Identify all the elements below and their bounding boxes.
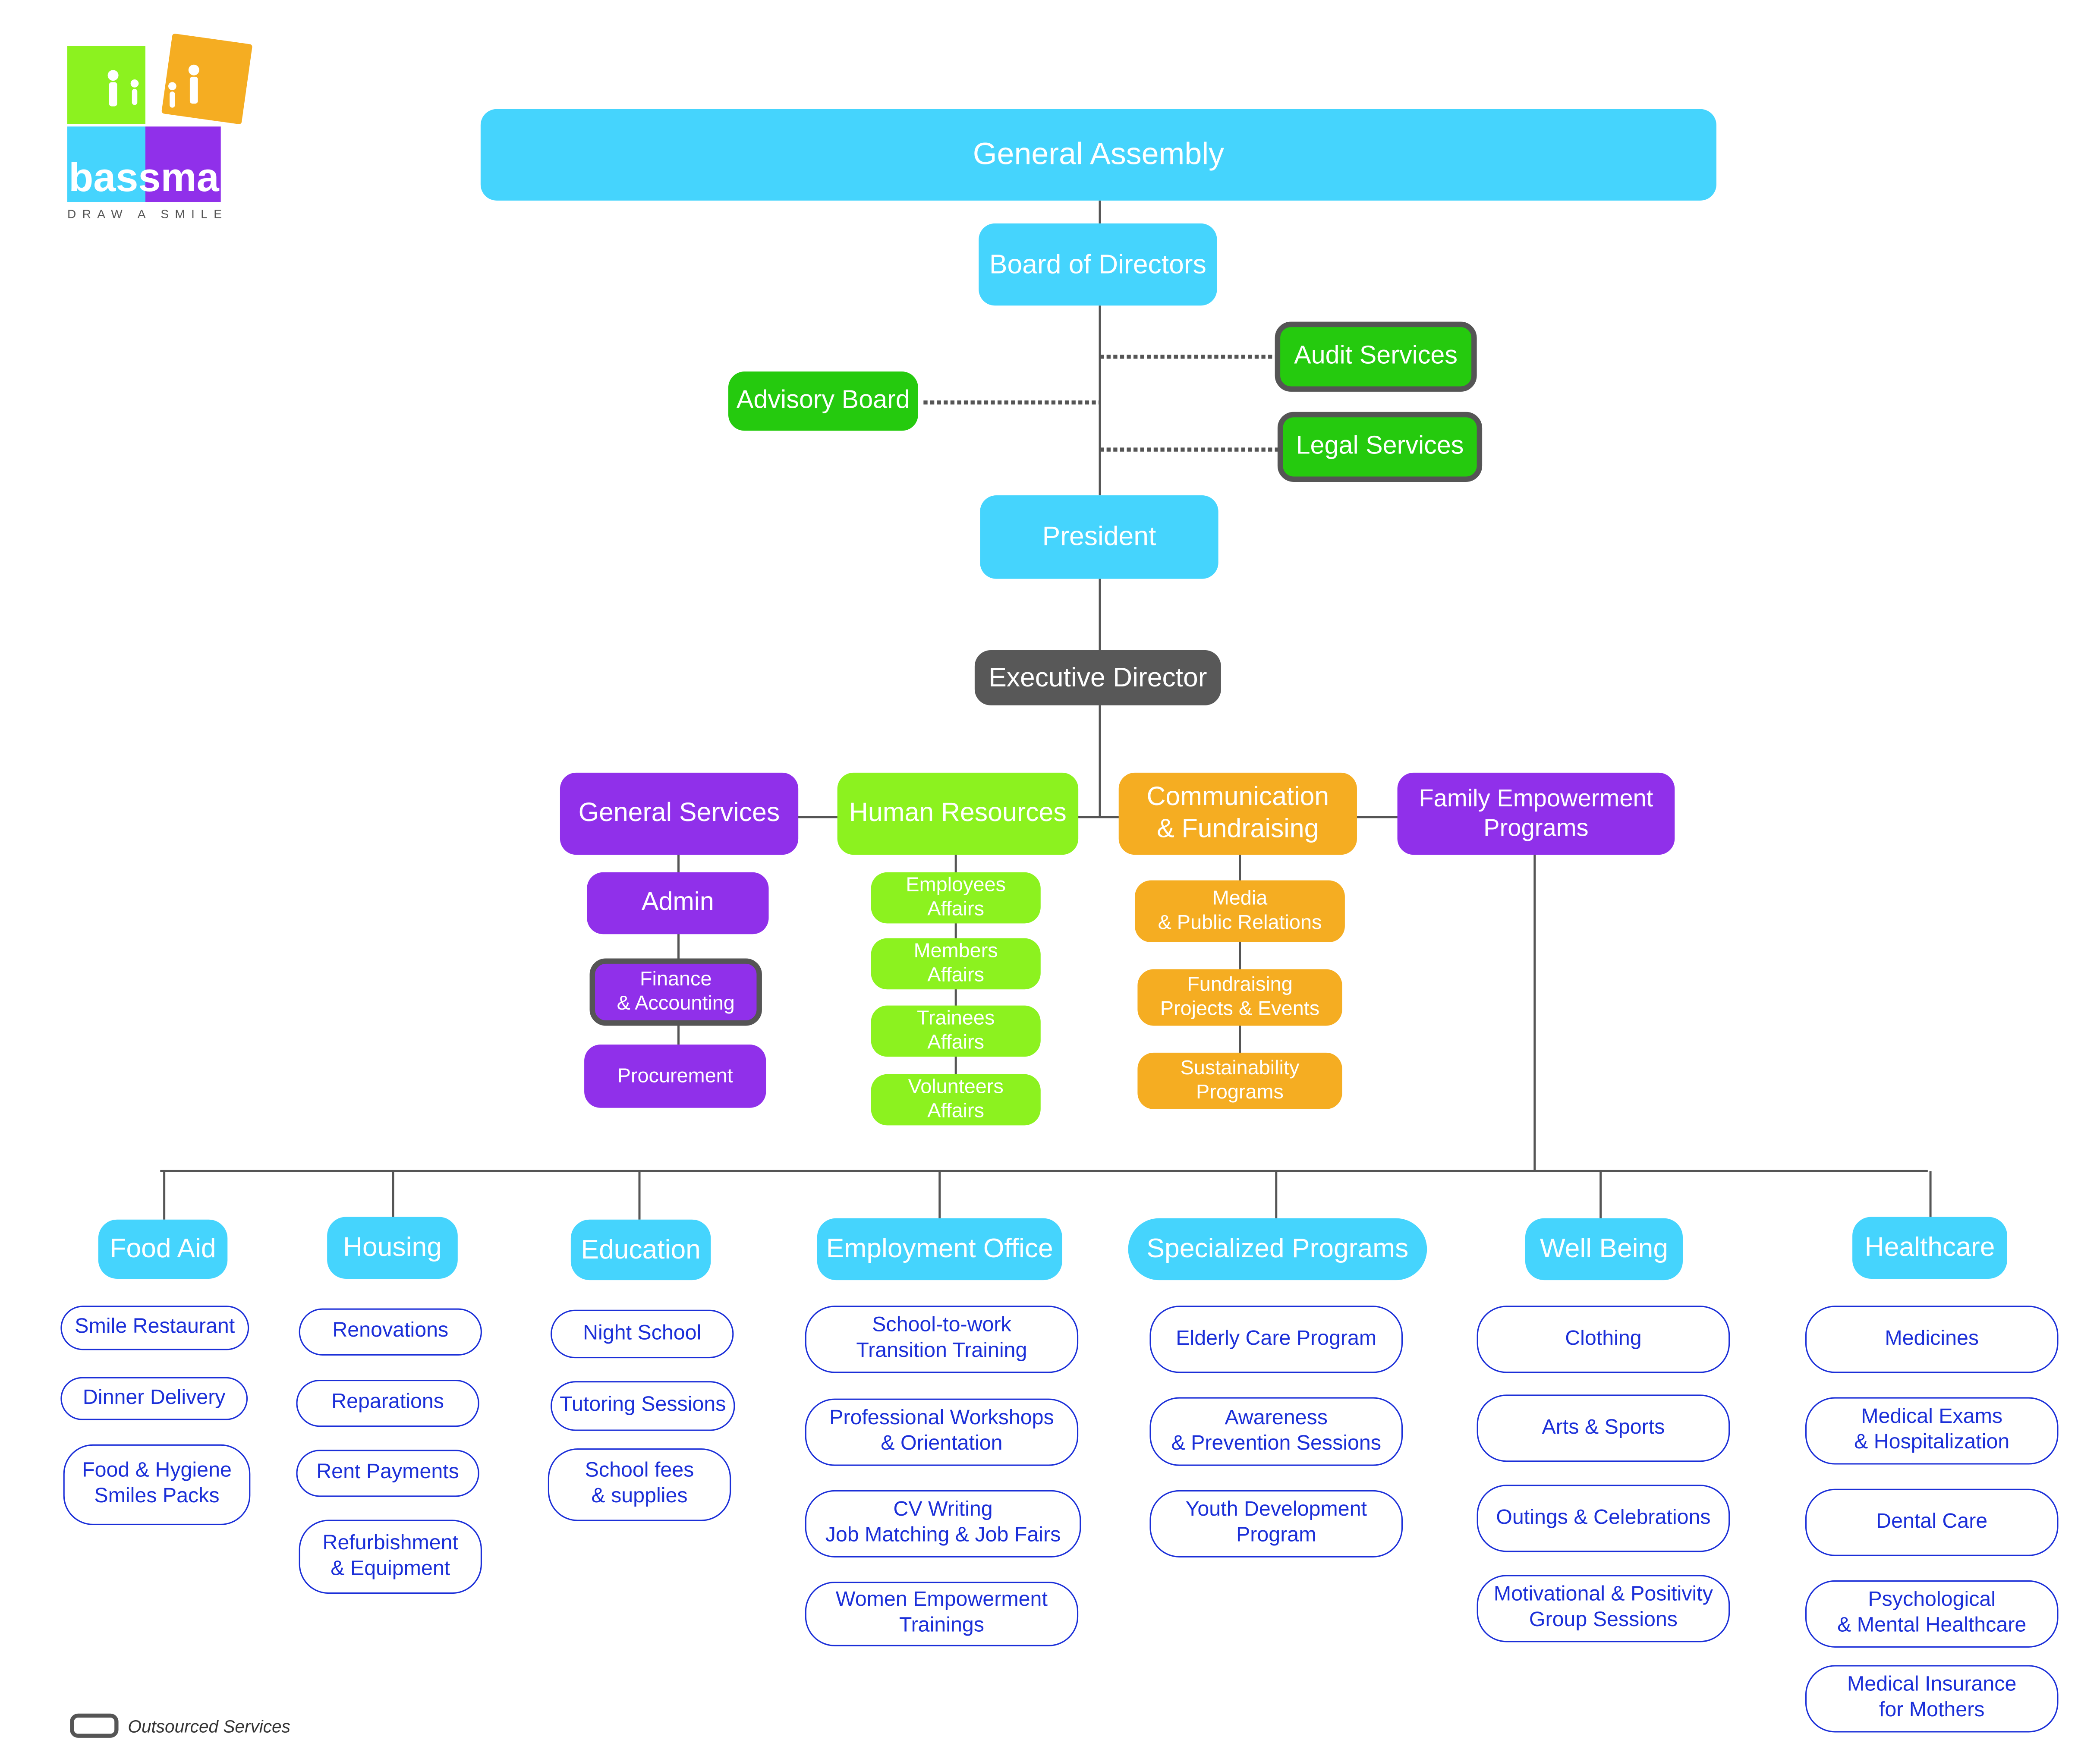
finance-accounting-box: Finance & Accounting (589, 958, 762, 1026)
program-item: Psychological & Mental Healthcare (1805, 1580, 2059, 1648)
president-box: President (980, 495, 1218, 579)
program-item: Awareness & Prevention Sessions (1149, 1397, 1403, 1466)
trainees-affairs-box: Trainees Affairs (871, 1005, 1041, 1057)
general-assembly-box: General Assembly (480, 109, 1716, 201)
program-item: Women Empowerment Trainings (805, 1581, 1079, 1646)
program-item: Medicines (1805, 1306, 2059, 1373)
program-item: Reparations (296, 1380, 479, 1427)
audit-services-box: Audit Services (1275, 321, 1477, 392)
program-item: Outings & Celebrations (1477, 1485, 1730, 1552)
program-item: Renovations (299, 1308, 482, 1356)
human-resources-box: Human Resources (837, 772, 1079, 855)
program-item: Smile Restaurant (60, 1306, 249, 1350)
family-empowerment-box: Family Empowerment Programs (1397, 772, 1675, 855)
admin-box: Admin (587, 872, 769, 934)
program-item: Dinner Delivery (60, 1377, 248, 1420)
program-item: Tutoring Sessions (551, 1381, 735, 1431)
outsourced-legend-swatch (70, 1713, 119, 1738)
logo-name: bassma (69, 154, 220, 200)
program-item: Clothing (1477, 1306, 1730, 1373)
fundraising-projects-box: Fundraising Projects & Events (1137, 969, 1342, 1026)
program-item: Youth Development Program (1149, 1490, 1403, 1557)
media-public-relations-box: Media & Public Relations (1135, 880, 1345, 942)
bassma-logo: bassma DRAW A SMILE (67, 31, 255, 220)
program-item: Rent Payments (296, 1450, 479, 1497)
sustainability-programs-box: Sustainability Programs (1137, 1052, 1342, 1109)
members-affairs-box: Members Affairs (871, 938, 1041, 990)
volunteers-affairs-box: Volunteers Affairs (871, 1074, 1041, 1126)
program-item: Night School (551, 1309, 734, 1359)
program-item: School fees & supplies (548, 1448, 731, 1521)
program-item: Professional Workshops & Orientation (805, 1398, 1079, 1466)
program-item: School-to-work Transition Training (805, 1306, 1079, 1373)
outsourced-legend-label: Outsourced Services (128, 1716, 290, 1737)
program-item: Medical Insurance for Mothers (1805, 1665, 2059, 1733)
employees-affairs-box: Employees Affairs (871, 872, 1041, 924)
legal-services-box: Legal Services (1277, 412, 1483, 482)
board-of-directors-box: Board of Directors (979, 223, 1217, 306)
program-education: Education (570, 1219, 711, 1281)
program-well-being: Well Being (1525, 1218, 1683, 1281)
logo-tagline: DRAW A SMILE (67, 207, 228, 220)
program-food-aid: Food Aid (98, 1219, 228, 1279)
communication-fundraising-box: Communication & Fundraising (1118, 772, 1357, 855)
program-item: Motivational & Positivity Group Sessions (1477, 1575, 1730, 1642)
program-specialized: Specialized Programs (1128, 1218, 1427, 1281)
program-housing: Housing (327, 1217, 458, 1279)
program-item: Dental Care (1805, 1488, 2059, 1556)
program-item: Refurbishment & Equipment (299, 1520, 482, 1594)
procurement-box: Procurement (584, 1045, 766, 1108)
advisory-board-box: Advisory Board (728, 371, 918, 431)
general-services-box: General Services (560, 772, 799, 855)
program-item: Food & Hygiene Smiles Packs (63, 1444, 251, 1525)
program-healthcare: Healthcare (1852, 1217, 2007, 1279)
program-employment-office: Employment Office (817, 1218, 1062, 1281)
program-item: Elderly Care Program (1149, 1306, 1403, 1373)
program-item: CV Writing Job Matching & Job Fairs (805, 1490, 1081, 1557)
program-item: Medical Exams & Hospitalization (1805, 1397, 2059, 1465)
executive-director-box: Executive Director (974, 650, 1221, 705)
program-item: Arts & Sports (1477, 1394, 1730, 1462)
